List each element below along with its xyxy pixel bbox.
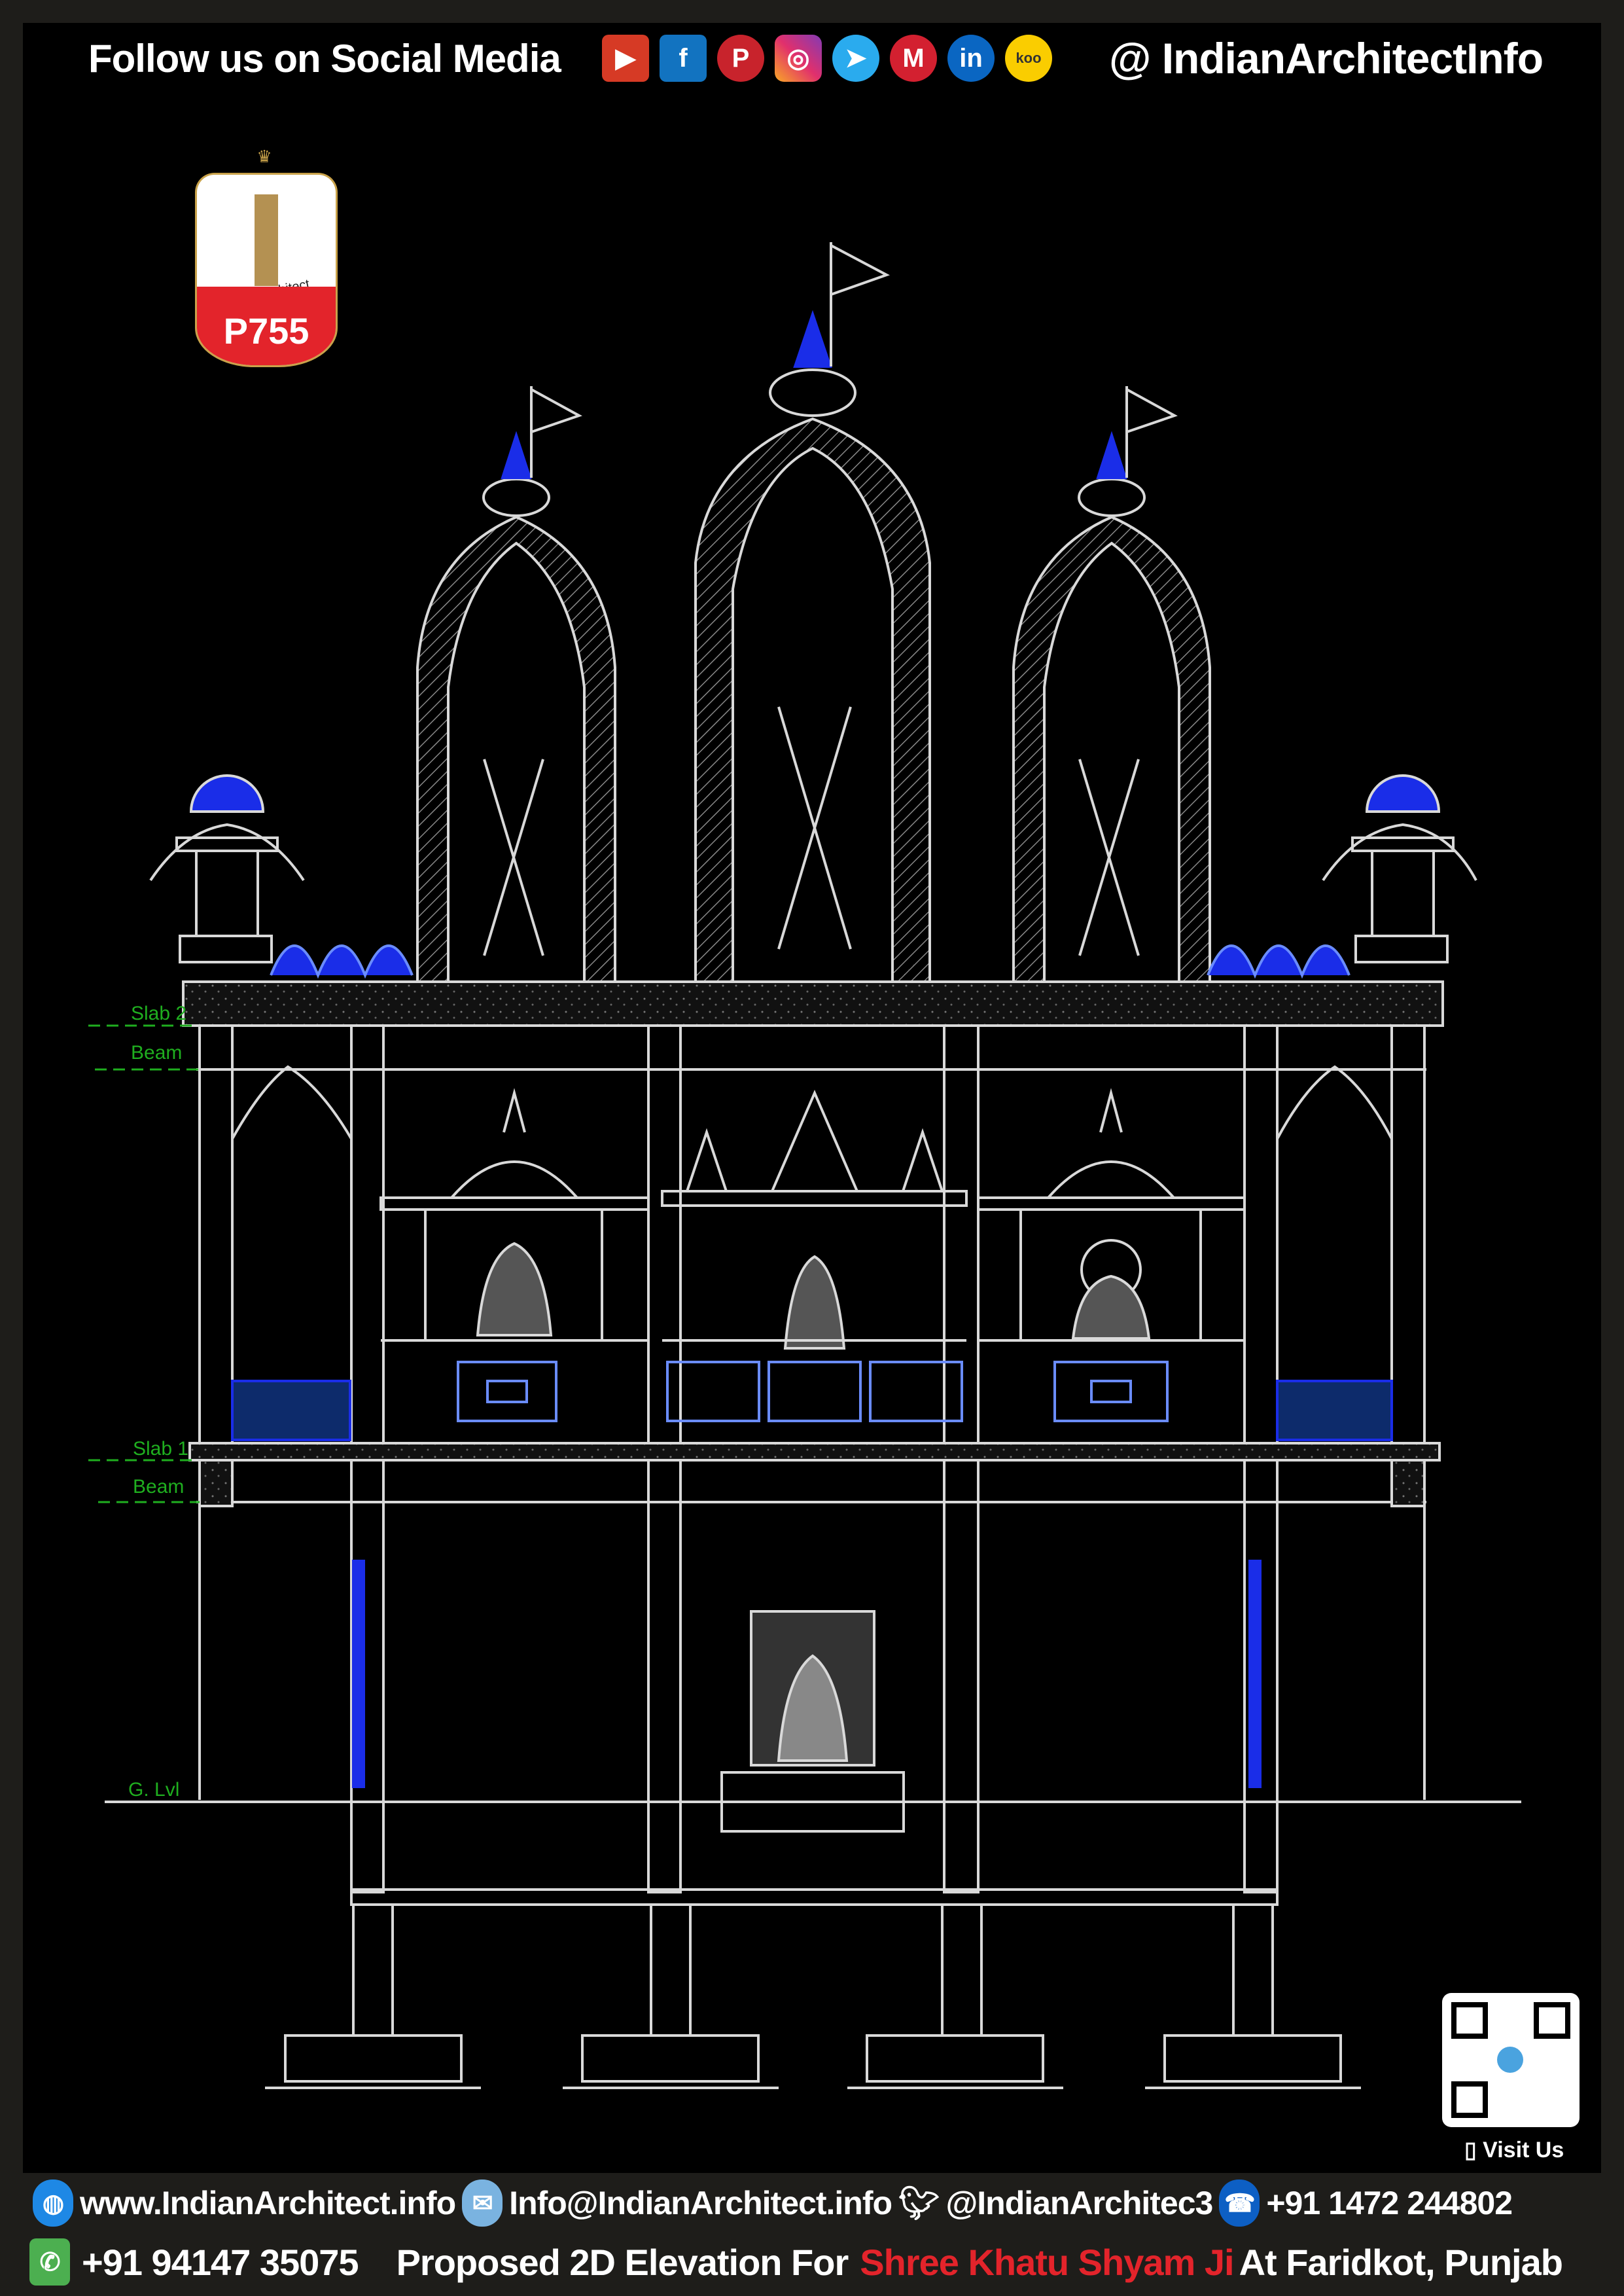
telegram-icon[interactable]: ➤ [832, 35, 879, 82]
social-handle: @ IndianArchitectInfo [1109, 34, 1544, 82]
phone-number[interactable]: +91 1472 244802 [1266, 2185, 1513, 2221]
first-floor-slab [188, 1442, 1441, 1462]
logo: ♛ Indian Architect P755 [195, 147, 338, 367]
qr-code[interactable] [1442, 1993, 1580, 2127]
qr-logo-icon [1497, 2047, 1523, 2073]
follow-text: Follow us on Social Media [88, 37, 561, 81]
title-prefix: Proposed 2D Elevation For [396, 2241, 849, 2283]
email-link[interactable]: Info@IndianArchitect.info [509, 2185, 892, 2221]
globe-icon: ◍ [33, 2179, 73, 2227]
slab1-label: Slab 1 [133, 1438, 189, 1460]
title-highlight: Shree Khatu Shyam Ji [860, 2241, 1234, 2283]
visit-us-text: Visit Us [1483, 2138, 1564, 2162]
moj-icon[interactable]: M [890, 35, 937, 82]
whatsapp-number[interactable]: +91 94147 35075 [82, 2241, 359, 2283]
mail-icon: ✉ [462, 2179, 503, 2227]
slab2-label: Slab 2 [131, 1003, 187, 1024]
header: Follow us on Social Media ▶ f P ◎ ➤ M in… [0, 29, 1624, 88]
left-shikhara [416, 386, 616, 983]
instagram-icon[interactable]: ◎ [775, 35, 822, 82]
parapet-arches [270, 944, 1350, 979]
beam-lower-label: Beam [133, 1476, 185, 1498]
footer-contacts: ◍ www.IndianArchitect.info ✉ Info@Indian… [33, 2179, 1513, 2227]
plinth-beam [350, 1888, 1279, 1906]
ground-level-label: G. Lvl [128, 1779, 180, 1801]
telephone-icon: ☎ [1219, 2179, 1260, 2227]
qr-finder-top-right [1534, 2002, 1570, 2039]
whatsapp-icon: ✆ [29, 2238, 70, 2286]
main-idol [720, 1610, 905, 1833]
balustrades [231, 1380, 1393, 1441]
footings [265, 1903, 1361, 2089]
social-links: ▶ f P ◎ ➤ M in koo [602, 35, 1052, 82]
roof-slab [182, 980, 1444, 1027]
first-floor-columns [198, 1024, 1426, 1444]
footer-title-bar: ✆ +91 94147 35075 Proposed 2D Elevation … [29, 2238, 1563, 2286]
koo-icon[interactable]: koo [1005, 35, 1052, 82]
visit-us-label[interactable]: ▯ Visit Us [1464, 2137, 1564, 2163]
tower-icon [255, 194, 278, 286]
crown-ornament-icon: ♛ [256, 147, 272, 166]
ground-floor-columns [198, 1459, 1426, 1893]
central-shikhara [694, 242, 931, 983]
logo-shield: Indian Architect P755 [195, 173, 338, 367]
right-chhatri [1322, 774, 1477, 963]
shrine-center [661, 1089, 968, 1422]
youtube-icon[interactable]: ▶ [602, 35, 649, 82]
left-chhatri [149, 774, 305, 963]
beam-upper-label: Beam [131, 1042, 183, 1064]
twitter-icon: 🐦︎ [898, 2184, 940, 2221]
twitter-handle[interactable]: @IndianArchitec3 [945, 2185, 1214, 2221]
title-suffix: At Faridkot, Punjab [1239, 2241, 1563, 2283]
shrine-right [977, 1088, 1246, 1422]
project-code: P755 [223, 310, 309, 351]
qr-finder-top-left [1451, 2002, 1488, 2039]
linkedin-icon[interactable]: in [947, 35, 995, 82]
website-link[interactable]: www.IndianArchitect.info [80, 2185, 456, 2221]
phone-icon: ▯ [1464, 2138, 1483, 2162]
facebook-icon[interactable]: f [660, 35, 707, 82]
shrine-left [380, 1088, 650, 1422]
pinterest-icon[interactable]: P [717, 35, 764, 82]
right-shikhara [1012, 386, 1211, 983]
qr-finder-bottom-left [1451, 2081, 1488, 2118]
